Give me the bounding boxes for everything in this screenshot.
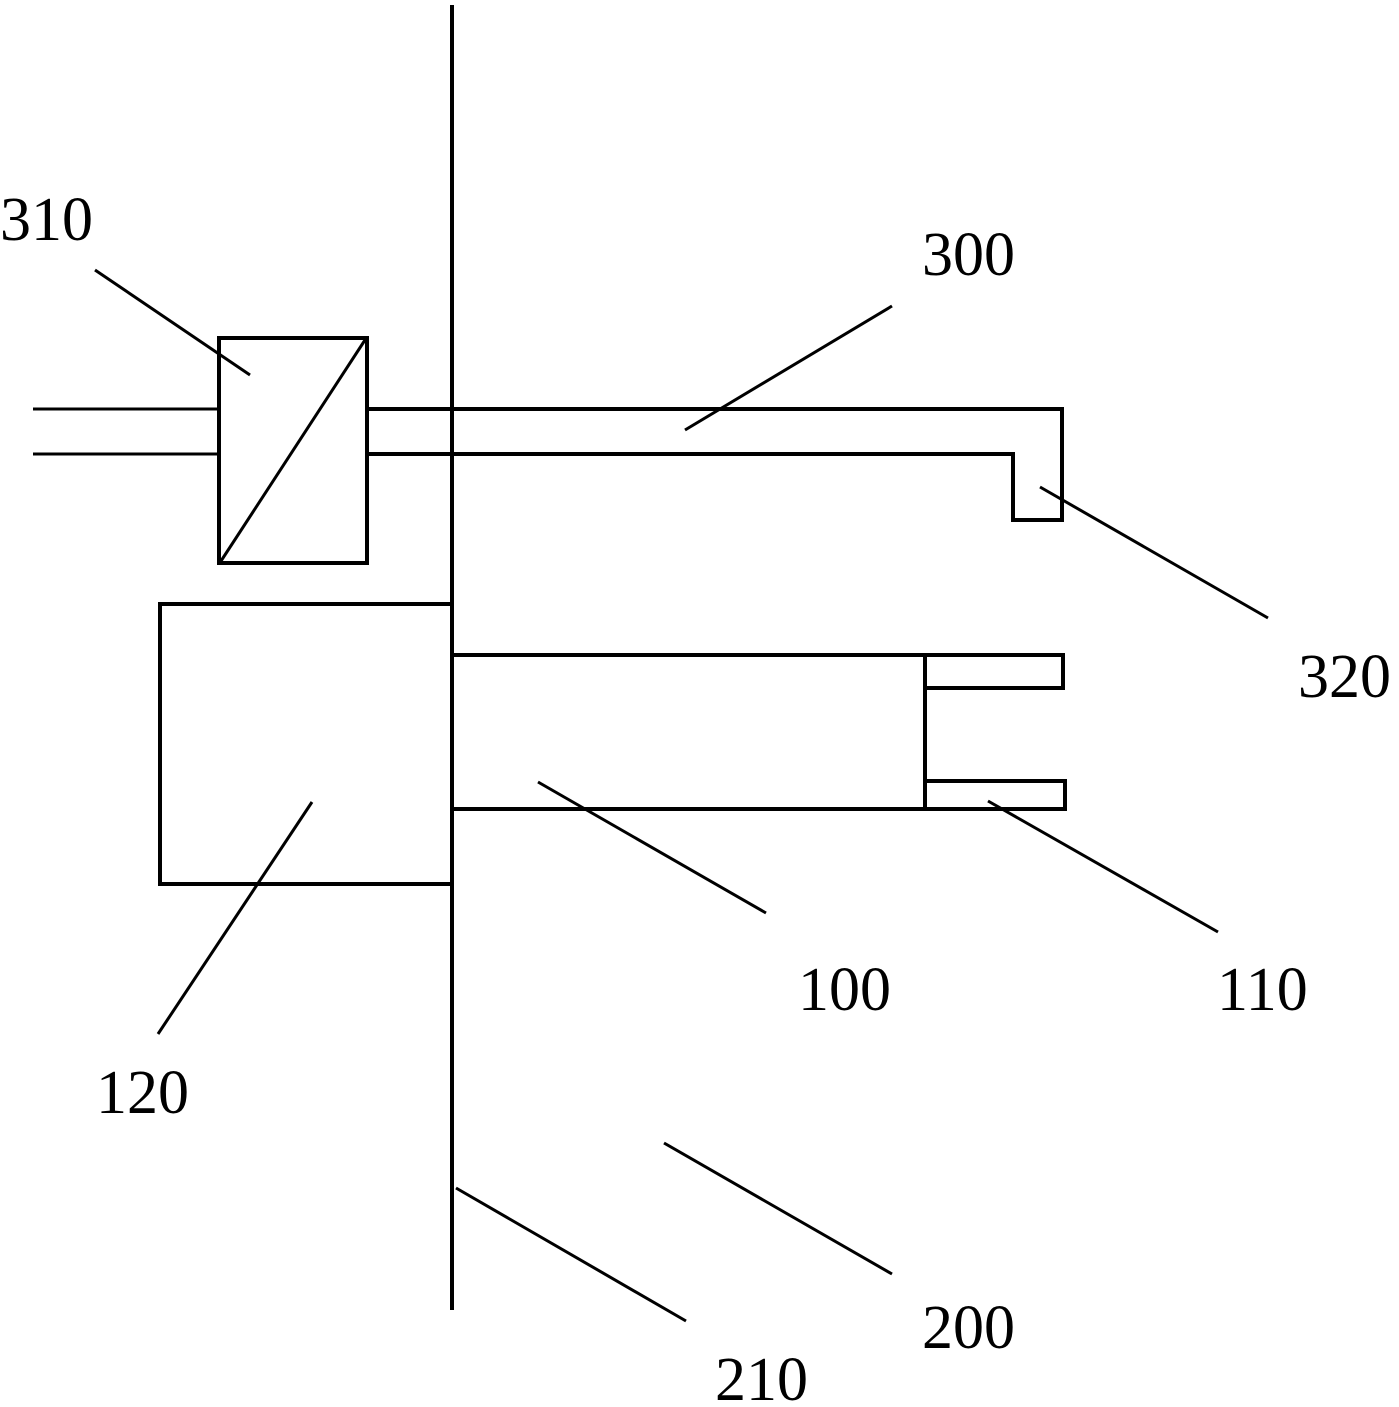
pipe-300-outline (367, 407, 1064, 522)
label-320: 320 (1298, 643, 1391, 711)
component-120-box (158, 602, 452, 886)
label-210: 210 (715, 1346, 808, 1407)
label-310: 310 (0, 186, 93, 254)
component-310-diagonal (219, 339, 367, 562)
leader-100 (537, 780, 767, 915)
label-120: 120 (96, 1059, 189, 1127)
label-200: 200 (922, 1294, 1015, 1362)
component-310-box (217, 336, 369, 565)
leader-310 (94, 268, 251, 377)
leader-210 (455, 1186, 687, 1323)
leader-120 (156, 801, 314, 1035)
leader-200 (663, 1141, 893, 1276)
component-100-body (452, 653, 927, 811)
leader-320 (1039, 485, 1269, 620)
label-100: 100 (798, 956, 891, 1024)
label-300: 300 (922, 221, 1015, 289)
component-110-upper-prong (925, 653, 1065, 690)
leader-110 (987, 799, 1219, 934)
leader-300 (684, 304, 893, 432)
component-110-lower-prong (925, 779, 1067, 811)
label-110: 110 (1217, 956, 1308, 1024)
